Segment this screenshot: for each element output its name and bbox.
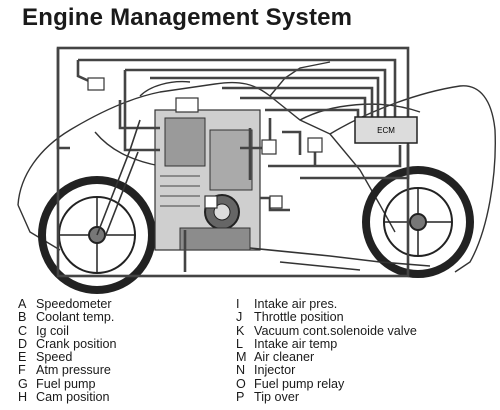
legend-label: Speedometer (36, 297, 112, 311)
legend-key: G (18, 376, 28, 391)
legend-label: Speed (36, 350, 73, 365)
legend-key: I (236, 297, 240, 311)
legend-key: P (236, 390, 245, 405)
legend-left-column: A Speedometer B Coolant temp. C Ig coil D Cr… (18, 297, 117, 405)
legend-item: I Intake air pres. (236, 297, 417, 311)
wiring-harness (56, 46, 410, 278)
legend-key: F (18, 363, 26, 378)
legend-label: Coolant temp. (36, 310, 115, 325)
legend-key: B (18, 310, 27, 325)
page-title: Engine Management System (22, 4, 353, 31)
legend-label: Crank position (36, 336, 117, 351)
ecm-label: ECM (377, 126, 395, 135)
legend-label: Throttle position (254, 310, 344, 325)
legend-item: C Ig coil (18, 323, 117, 338)
legend-item: F Atm pressure (18, 363, 117, 378)
legend-key: N (236, 363, 246, 378)
legend-item: J Throttle position (236, 310, 417, 325)
legend-label: Air cleaner (254, 350, 315, 365)
legend-label: Cam position (36, 390, 110, 405)
legend-label: Ig coil (36, 323, 69, 338)
rear-wheel (362, 166, 474, 278)
legend-item: E Speed (18, 350, 117, 365)
legend-item: H Cam position (18, 390, 117, 405)
legend-item: G Fuel pump (18, 376, 117, 391)
legend-item: M Air cleaner (236, 350, 417, 365)
legend-label: Injector (254, 363, 296, 378)
legend-key: A (18, 297, 27, 311)
legend-label: Atm pressure (36, 363, 111, 378)
legend-item: A Speedometer (18, 297, 117, 311)
sensor-components (87, 77, 323, 209)
ecm-box: ECM (354, 116, 418, 144)
legend-key: K (236, 323, 245, 338)
legend-key: C (18, 323, 28, 338)
legend-item: D Crank position (18, 336, 117, 351)
legend-item: N Injector (236, 363, 417, 378)
legend-key: O (236, 376, 246, 391)
engine-block (154, 109, 261, 251)
legend-key: E (18, 350, 27, 365)
legend-label: Intake air pres. (254, 297, 338, 311)
legend-key: L (236, 336, 244, 351)
legend-item: P Tip over (236, 390, 417, 405)
legend-item: B Coolant temp. (18, 310, 117, 325)
fork-and-exhaust (96, 119, 431, 271)
legend-label: Tip over (254, 390, 300, 405)
legend-right-column: I Intake air pres. J Throttle position K Va… (236, 297, 417, 405)
legend-item: L Intake air temp (236, 336, 417, 351)
legend-key: J (236, 310, 243, 325)
legend-label: Fuel pump (36, 376, 96, 391)
legend-label: Intake air temp (254, 336, 338, 351)
legend-label: Fuel pump relay (254, 376, 345, 391)
legend-key: M (236, 350, 247, 365)
legend-key: H (18, 390, 28, 405)
legend-item: O Fuel pump relay (236, 376, 417, 391)
legend-key: D (18, 336, 28, 351)
legend-label: Vacuum cont.solenoide valve (254, 323, 417, 338)
motorcycle-outline (17, 61, 496, 273)
legend-item: K Vacuum cont.solenoide valve (236, 323, 417, 338)
